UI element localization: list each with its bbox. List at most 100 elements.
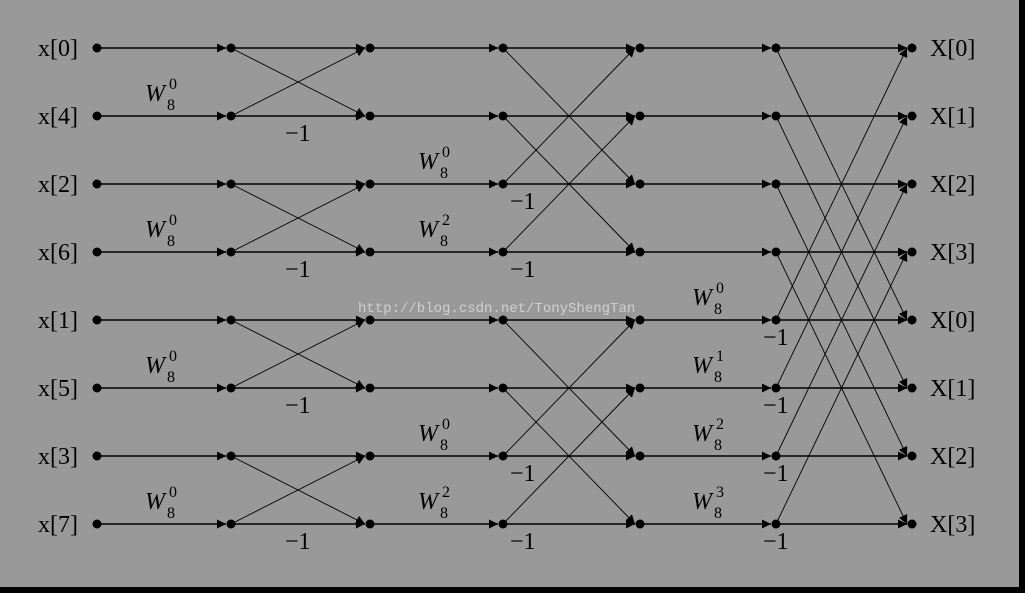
input-label: x[7] [38, 512, 78, 538]
node [226, 451, 236, 461]
minus-one-label: −1 [285, 529, 311, 555]
svg-text:1: 1 [716, 348, 724, 365]
butterfly-branch [775, 183, 908, 457]
butterfly-branch [775, 47, 908, 321]
minus-one-label: −1 [285, 393, 311, 419]
node [907, 315, 917, 325]
node [907, 451, 917, 461]
input-label: x[4] [38, 104, 78, 130]
svg-text:W: W [692, 421, 714, 447]
node [226, 43, 236, 53]
node [635, 179, 645, 189]
output-label: X[1] [930, 104, 975, 130]
node [498, 111, 508, 121]
input-label: x[0] [38, 36, 78, 62]
svg-text:W: W [145, 353, 167, 379]
svg-text:8: 8 [440, 233, 448, 250]
minus-one-label: −1 [510, 257, 536, 283]
node [907, 43, 917, 53]
node [365, 519, 375, 529]
butterfly-branch [230, 47, 366, 117]
svg-text:8: 8 [440, 165, 448, 182]
svg-text:3: 3 [716, 484, 724, 501]
node [226, 519, 236, 529]
svg-text:0: 0 [169, 212, 177, 229]
butterfly-branch [775, 251, 908, 525]
svg-text:W: W [692, 353, 714, 379]
node [635, 43, 645, 53]
node [771, 451, 781, 461]
node [771, 315, 781, 325]
minus-one-label: −1 [763, 529, 789, 555]
svg-text:8: 8 [714, 369, 722, 386]
node [771, 383, 781, 393]
node [226, 179, 236, 189]
svg-text:W: W [145, 81, 167, 107]
node [365, 247, 375, 257]
svg-text:2: 2 [716, 416, 724, 433]
node [365, 383, 375, 393]
node [365, 43, 375, 53]
node [771, 519, 781, 529]
butterfly-branch [502, 387, 636, 525]
node [92, 111, 102, 121]
node [635, 383, 645, 393]
output-label: X[1] [930, 376, 975, 402]
butterfly-branch [775, 115, 908, 389]
output-label: X[3] [930, 512, 975, 538]
svg-text:0: 0 [169, 348, 177, 365]
node [498, 43, 508, 53]
node [771, 43, 781, 53]
node [907, 179, 917, 189]
minus-one-label: −1 [763, 325, 789, 351]
watermark: http://blog.csdn.net/TonyShengTan [358, 301, 635, 317]
node [907, 383, 917, 393]
svg-text:8: 8 [167, 505, 175, 522]
minus-one-label: −1 [763, 393, 789, 419]
node [635, 315, 645, 325]
node [365, 111, 375, 121]
svg-text:W: W [692, 489, 714, 515]
node [498, 519, 508, 529]
butterfly-branch [502, 115, 636, 253]
svg-text:8: 8 [714, 301, 722, 318]
node [771, 247, 781, 257]
input-label: x[3] [38, 444, 78, 470]
butterfly-branch [230, 455, 366, 525]
node [226, 315, 236, 325]
node [92, 315, 102, 325]
svg-text:8: 8 [714, 437, 722, 454]
svg-text:8: 8 [167, 369, 175, 386]
minus-one-label: −1 [763, 461, 789, 487]
node [92, 451, 102, 461]
butterfly-branch [502, 47, 636, 185]
svg-text:W: W [418, 421, 440, 447]
output-label: X[0] [930, 36, 975, 62]
node [365, 451, 375, 461]
node [92, 43, 102, 53]
input-label: x[5] [38, 376, 78, 402]
node [498, 179, 508, 189]
svg-text:W: W [418, 149, 440, 175]
node [907, 519, 917, 529]
node [92, 247, 102, 257]
node [498, 451, 508, 461]
node [92, 519, 102, 529]
node [365, 315, 375, 325]
input-label: x[2] [38, 172, 78, 198]
minus-one-label: −1 [285, 121, 311, 147]
output-label: X[0] [930, 308, 975, 334]
node [226, 111, 236, 121]
svg-text:8: 8 [440, 505, 448, 522]
